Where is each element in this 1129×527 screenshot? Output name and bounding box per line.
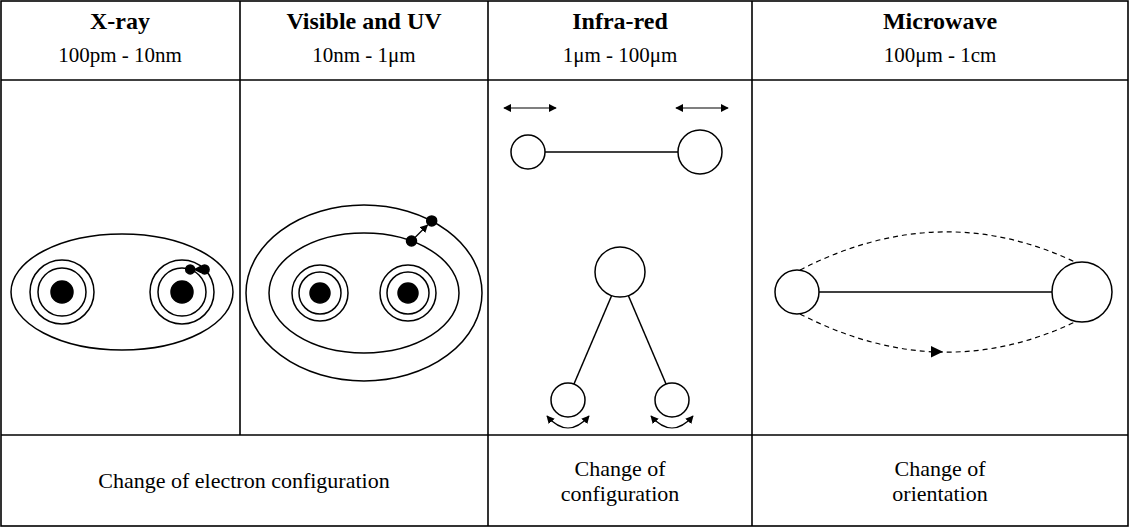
infrared-vibrations	[504, 108, 728, 428]
electron-shell	[150, 260, 214, 324]
electron-shell	[158, 268, 206, 316]
column-heading: X-ray	[10, 8, 230, 36]
electron-shell	[380, 265, 436, 321]
inner-orbital	[269, 233, 459, 353]
rotation-arrowhead	[931, 346, 943, 357]
xray-molecule	[11, 234, 233, 350]
column-heading: Infra-red	[500, 8, 740, 36]
atom	[775, 270, 819, 314]
electron-shell	[387, 272, 429, 314]
effect-description: Change of orientation	[860, 456, 1020, 507]
outer-orbital	[246, 205, 482, 381]
transition-arrow	[194, 269, 202, 270]
bond	[818, 291, 1052, 293]
transition-arrow	[415, 225, 428, 238]
atom	[551, 383, 585, 417]
molecule-outline	[11, 234, 233, 350]
bend-arrow	[547, 416, 589, 428]
column-heading: Microwave	[770, 8, 1110, 36]
visible-molecule	[246, 205, 482, 381]
atom	[595, 247, 645, 297]
atom	[678, 130, 722, 174]
electron-shell	[30, 260, 94, 324]
wavelength-range: 10nm - 1μm	[249, 43, 479, 67]
stretch-arrow	[504, 107, 556, 108]
atom	[1052, 262, 1112, 322]
electron-shell	[299, 272, 341, 314]
rotation-path	[800, 314, 1075, 352]
microwave-rotation	[775, 232, 1112, 358]
electron-shell	[292, 265, 348, 321]
nucleus	[171, 281, 193, 303]
electron-dot	[186, 265, 195, 274]
stretch-arrow	[676, 107, 728, 108]
wavelength-range: 1μm - 100μm	[500, 43, 740, 67]
nucleus	[51, 281, 73, 303]
rotation-path	[800, 232, 1075, 270]
bend-arrow	[651, 416, 693, 428]
wavelength-range: 100μm - 1cm	[770, 43, 1110, 67]
electron-shell	[38, 268, 86, 316]
electron-dot	[427, 216, 437, 226]
column-rule	[487, 1, 489, 526]
column-rule	[239, 1, 241, 435]
column-rule	[751, 1, 753, 526]
nucleus	[310, 283, 330, 303]
bond	[544, 151, 680, 153]
wavelength-range: 100pm - 10nm	[10, 43, 230, 67]
row-rule	[1, 79, 1128, 81]
effect-description: Change of configuration	[540, 456, 700, 507]
effect-description: Change of electron configuration	[14, 468, 474, 493]
atom	[655, 383, 689, 417]
nucleus	[398, 283, 418, 303]
column-heading: Visible and UV	[249, 8, 479, 36]
row-rule	[1, 434, 1128, 436]
atom	[511, 135, 545, 169]
